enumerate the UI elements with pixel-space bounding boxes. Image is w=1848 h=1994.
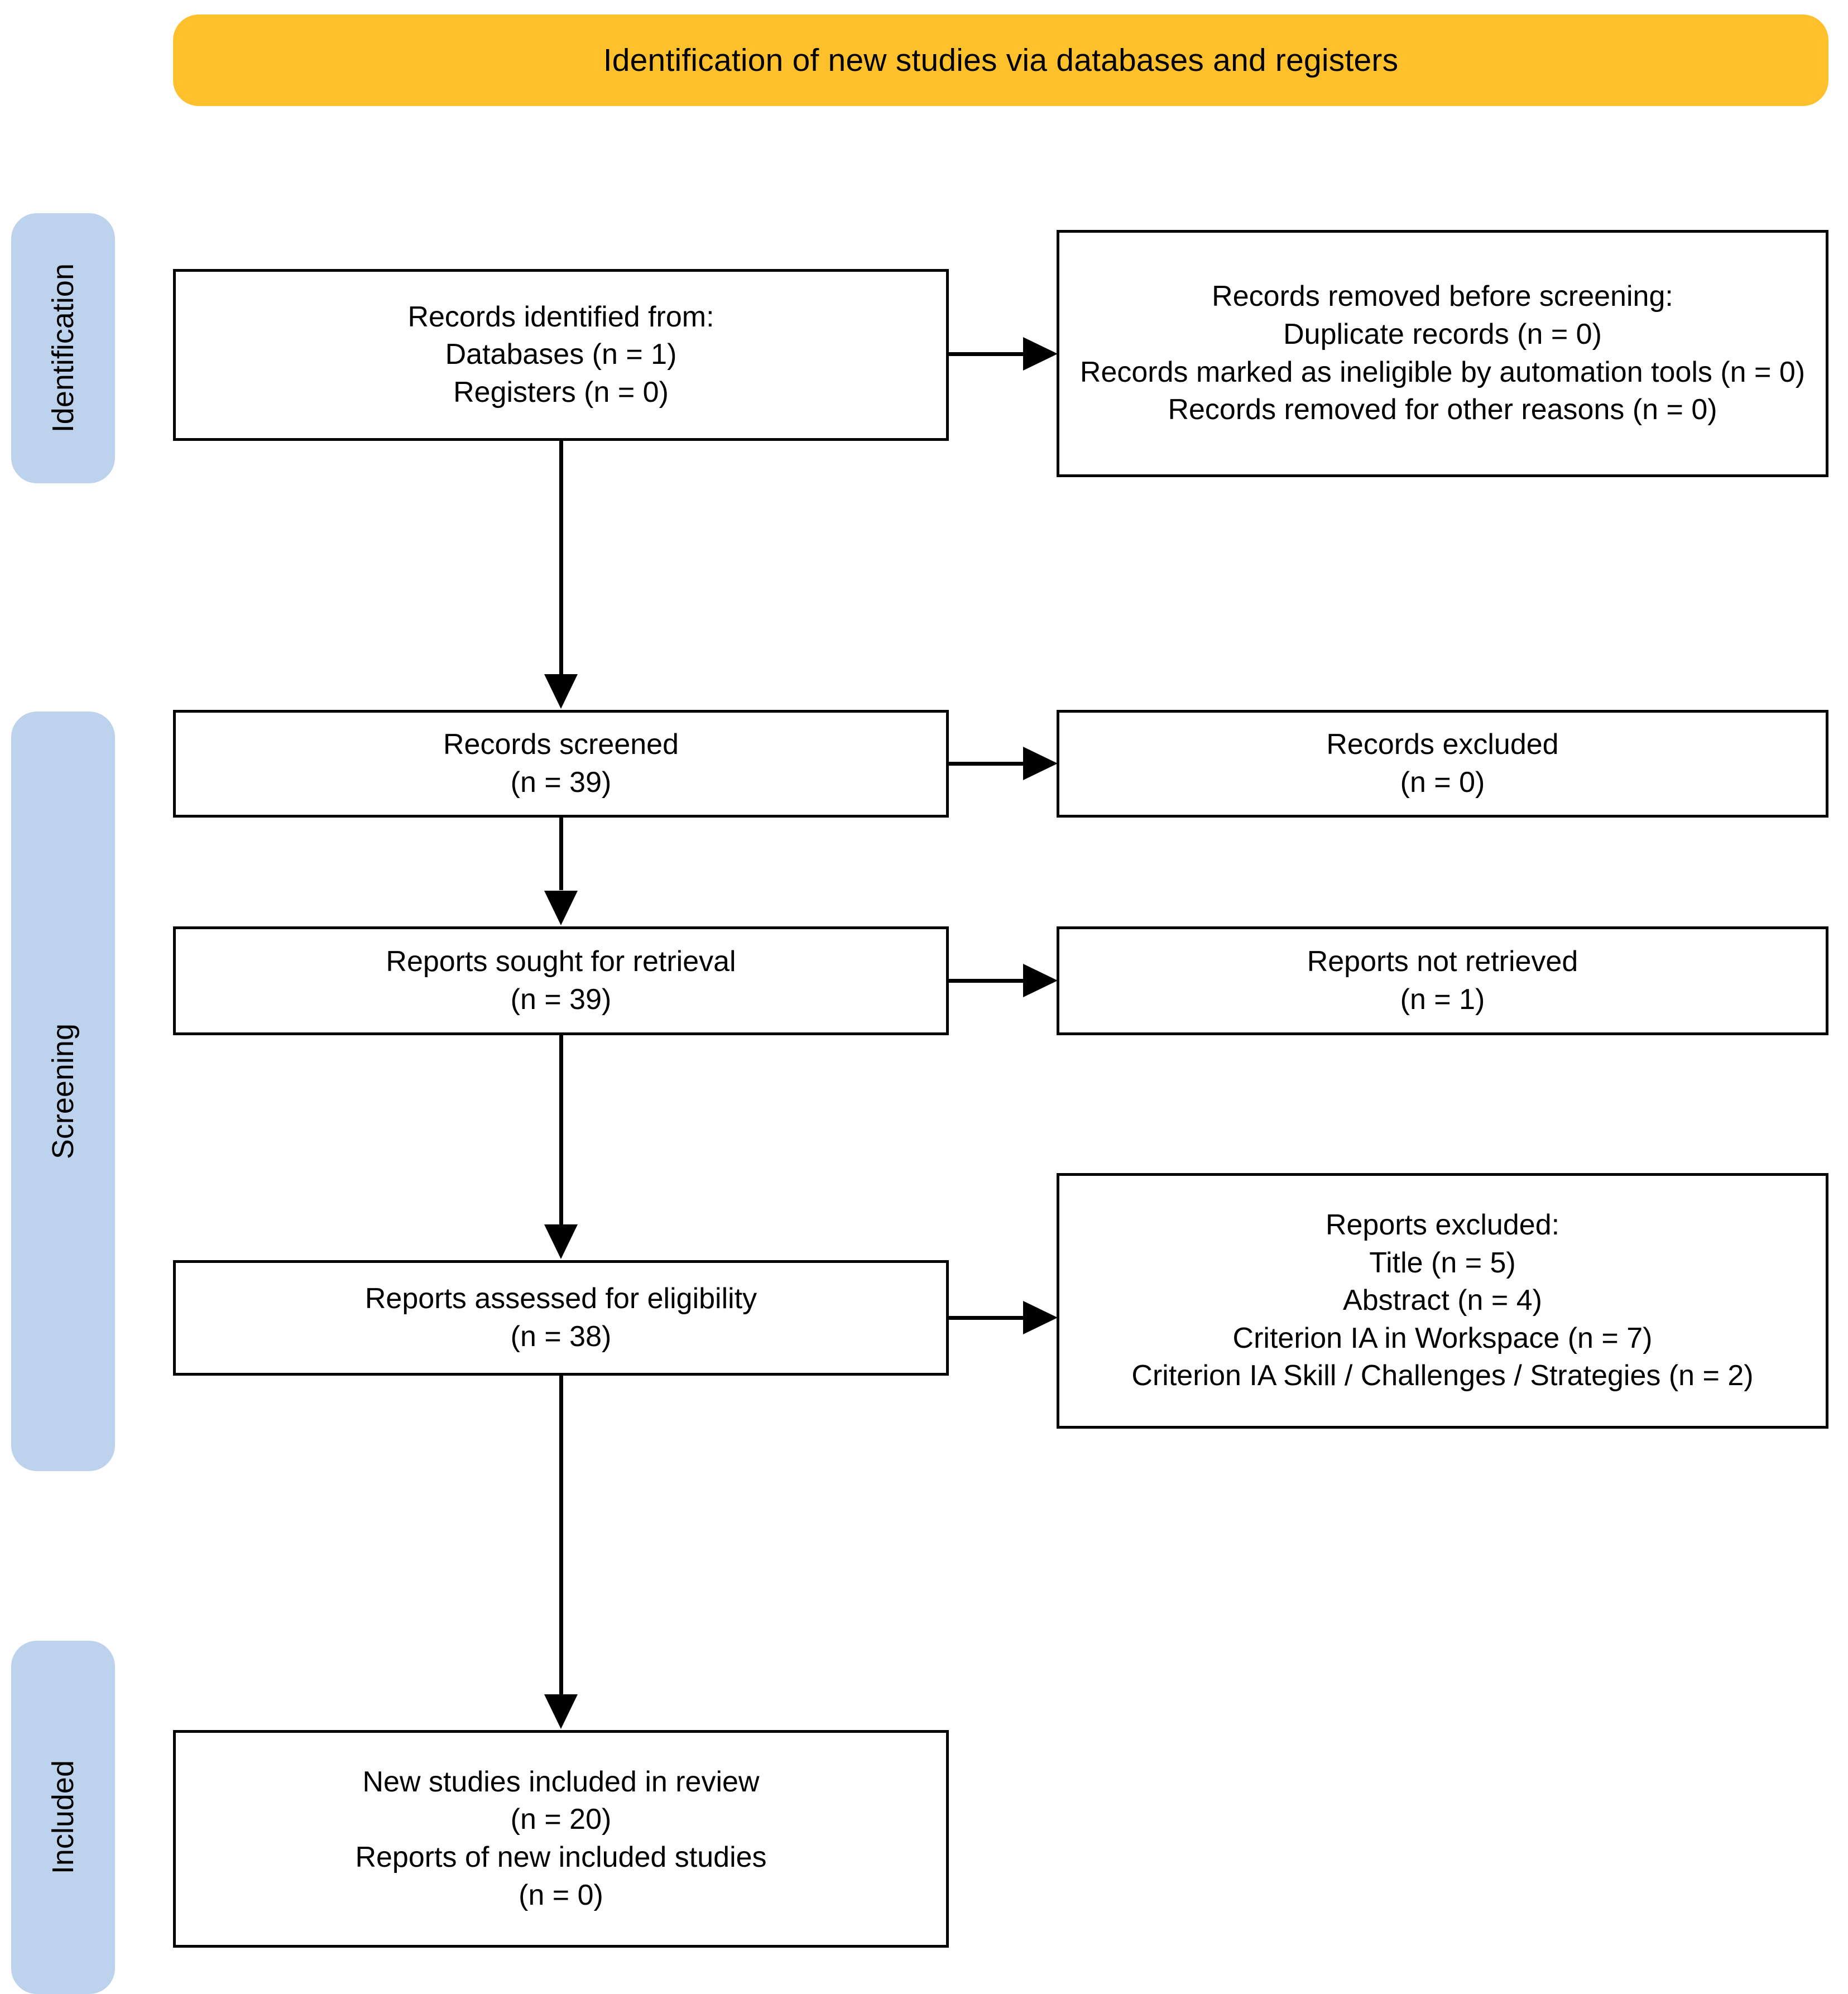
box-line: Records removed before screening:: [1212, 280, 1673, 313]
box-line: (n = 0): [519, 1878, 603, 1911]
box-line: (n = 1): [1400, 983, 1485, 1016]
connector-assessed-to-reports-excluded: [949, 1316, 1027, 1320]
connector-sought-to-not-retrieved: [949, 979, 1027, 983]
stage-tab-screening-label: Screening: [46, 1023, 80, 1160]
box-line: Records identified from:: [407, 300, 714, 333]
box-line: Records excluded: [1326, 728, 1559, 761]
box-line: Criterion IA in Workspace (n = 7): [1232, 1322, 1653, 1354]
diagram-header-banner: Identification of new studies via databa…: [173, 15, 1828, 106]
box-reports-assessed-for-eligibility: Reports assessed for eligibility (n = 38…: [173, 1260, 949, 1376]
stage-tab-identification-label: Identification: [46, 263, 80, 433]
stage-tab-identification: Identification: [11, 213, 115, 483]
arrowhead-assessed-to-reports-excluded: [1023, 1301, 1058, 1334]
arrowhead-assessed-to-included: [544, 1694, 578, 1729]
box-line: Reports assessed for eligibility: [364, 1282, 757, 1315]
arrowhead-sought-to-not-retrieved: [1023, 964, 1058, 997]
box-line: Records marked as ineligible by automati…: [1079, 355, 1806, 388]
stage-tab-screening: Screening: [11, 712, 115, 1471]
arrowhead-screened-to-excluded: [1023, 747, 1058, 780]
box-line: Databases (n = 1): [445, 338, 677, 371]
box-line: New studies included in review: [362, 1765, 760, 1798]
box-line: (n = 38): [510, 1320, 612, 1353]
box-line: Registers (n = 0): [453, 376, 669, 409]
stage-tab-included-label: Included: [46, 1760, 80, 1875]
box-records-identified: Records identified from: Databases (n = …: [173, 269, 949, 441]
box-reports-excluded: Reports excluded: Title (n = 5) Abstract…: [1057, 1173, 1828, 1429]
arrowhead-screened-to-sought: [544, 891, 578, 925]
box-records-screened: Records screened (n = 39): [173, 710, 949, 818]
box-line: Reports excluded:: [1325, 1209, 1560, 1242]
box-records-excluded: Records excluded (n = 0): [1057, 710, 1828, 818]
box-line: (n = 39): [510, 983, 612, 1016]
stage-tab-included: Included: [11, 1641, 115, 1994]
box-new-studies-included: New studies included in review (n = 20) …: [173, 1730, 949, 1948]
box-line: (n = 39): [510, 766, 612, 799]
box-line: Abstract (n = 4): [1343, 1284, 1542, 1317]
diagram-title: Identification of new studies via databa…: [603, 42, 1399, 78]
connector-screened-to-sought: [559, 818, 563, 890]
box-line: Reports not retrieved: [1307, 945, 1578, 978]
connector-identified-to-screened: [559, 441, 563, 675]
box-line: Title (n = 5): [1369, 1246, 1516, 1279]
connector-assessed-to-included: [559, 1376, 563, 1695]
box-line: Records removed for other reasons (n = 0…: [1168, 393, 1717, 426]
connector-identified-to-removed: [949, 352, 1027, 356]
box-line: (n = 0): [1400, 766, 1485, 799]
arrowhead-identified-to-removed: [1023, 337, 1058, 371]
connector-sought-to-assessed: [559, 1035, 563, 1225]
box-reports-not-retrieved: Reports not retrieved (n = 1): [1057, 926, 1828, 1035]
connector-screened-to-excluded: [949, 762, 1027, 766]
box-line: Criterion IA Skill / Challenges / Strate…: [1131, 1359, 1754, 1392]
box-records-removed-before-screening: Records removed before screening: Duplic…: [1057, 230, 1828, 477]
box-line: Records screened: [443, 728, 679, 761]
box-reports-sought-for-retrieval: Reports sought for retrieval (n = 39): [173, 926, 949, 1035]
box-line: (n = 20): [510, 1803, 612, 1836]
arrowhead-identified-to-screened: [544, 674, 578, 709]
box-line: Duplicate records (n = 0): [1283, 318, 1602, 350]
box-line: Reports of new included studies: [355, 1841, 767, 1873]
arrowhead-sought-to-assessed: [544, 1224, 578, 1259]
box-line: Reports sought for retrieval: [386, 945, 736, 978]
